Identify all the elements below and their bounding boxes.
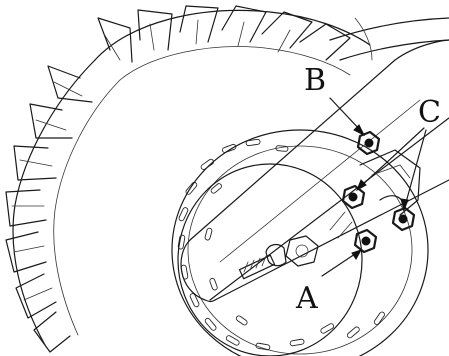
bolt-c-upper xyxy=(341,184,366,210)
axle-assembly xyxy=(238,235,319,280)
bolt-a xyxy=(353,228,378,254)
leader-lines xyxy=(321,97,427,277)
bolt-c-lower xyxy=(391,206,416,232)
brake-disc xyxy=(171,129,429,356)
label-a: A xyxy=(295,281,318,316)
label-c: C xyxy=(418,95,441,130)
disc-slots xyxy=(177,138,385,351)
bolt-b xyxy=(356,130,381,156)
tire xyxy=(5,5,371,353)
label-b: B xyxy=(304,63,326,98)
